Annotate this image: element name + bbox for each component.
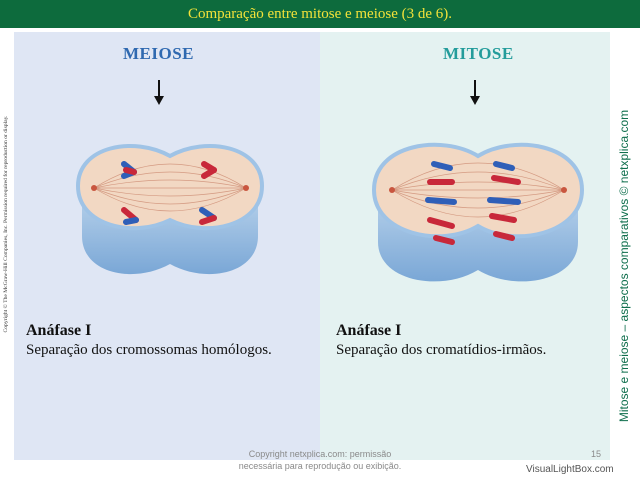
footer-line-2: necessária para reprodução ou exibição. <box>238 461 402 471</box>
vertical-copyright: Copyright © The McGraw-Hill Companies, I… <box>1 96 11 356</box>
slide-title-bar: Comparação entre mitose e meiose (3 de 6… <box>0 0 640 28</box>
meiose-cell-illustration <box>75 144 265 275</box>
mitose-heading: MITOSE <box>443 44 514 63</box>
mitose-cell-illustration <box>371 142 585 282</box>
vertical-side-caption: Mitose e meiose – aspectos comparativos … <box>612 96 636 446</box>
mitose-stage-description: Separação dos cromatídios-irmãos. <box>336 342 547 358</box>
down-arrow-icon <box>470 80 480 105</box>
meiose-stage-title: Anáfase I <box>26 322 92 339</box>
page-number: 15 <box>591 449 602 459</box>
mitose-stage-title: Anáfase I <box>336 322 402 339</box>
slide-title: Comparação entre mitose e meiose (3 de 6… <box>187 5 453 22</box>
meiose-heading: MEIOSE <box>123 44 195 63</box>
watermark: VisualLightBox.com <box>526 464 614 475</box>
footer-line-1: Copyright netxplica.com: permissão <box>248 449 392 459</box>
vertical-side-caption-text: Mitose e meiose – aspectos comparativos … <box>617 109 631 423</box>
down-arrow-icon <box>154 80 164 105</box>
footer-copyright: Copyright netxplica.com: permissão neces… <box>200 448 440 472</box>
vertical-copyright-text: Copyright © The McGraw-Hill Companies, I… <box>3 115 9 333</box>
meiose-stage-description: Separação dos cromossomas homólogos. <box>26 342 272 358</box>
